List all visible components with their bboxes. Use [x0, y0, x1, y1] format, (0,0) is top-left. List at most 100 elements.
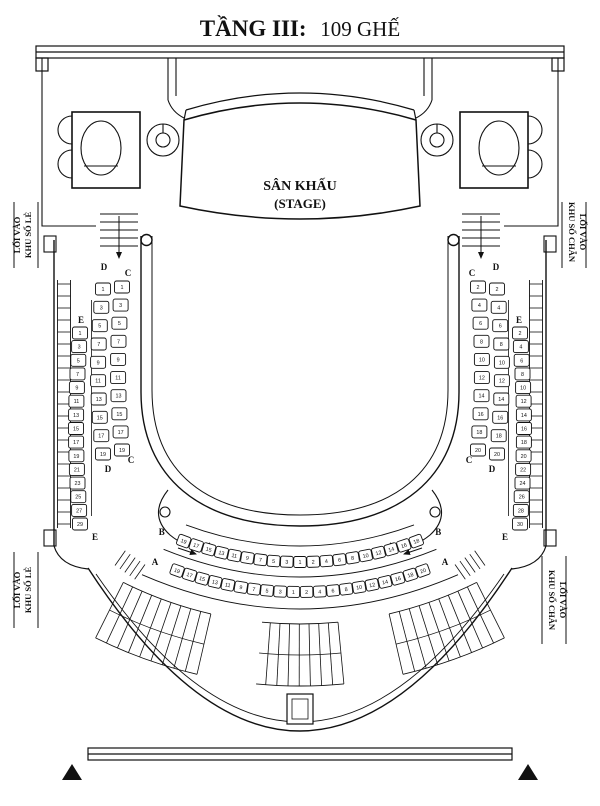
seat[interactable]: 18: [408, 533, 425, 549]
seat[interactable]: 9: [68, 381, 85, 395]
seat[interactable]: 19: [114, 443, 130, 457]
seat[interactable]: 12: [515, 394, 532, 408]
seat[interactable]: 15: [91, 410, 108, 424]
seat[interactable]: 8: [514, 367, 531, 381]
seat[interactable]: 20: [515, 449, 532, 463]
seat[interactable]: 2: [512, 326, 528, 340]
seat[interactable]: 16: [396, 538, 412, 553]
seat[interactable]: 17: [182, 567, 198, 582]
seat[interactable]: 1: [293, 556, 307, 568]
seat[interactable]: 2: [470, 280, 486, 294]
seat[interactable]: 15: [111, 407, 128, 421]
seat[interactable]: 1: [114, 280, 130, 294]
seat[interactable]: 10: [358, 548, 373, 563]
seat[interactable]: 19: [68, 449, 85, 463]
seat[interactable]: 5: [111, 316, 128, 330]
seat[interactable]: 3: [112, 298, 129, 312]
seat[interactable]: 9: [90, 355, 107, 369]
seat[interactable]: 28: [512, 503, 529, 517]
seat[interactable]: 15: [201, 542, 217, 557]
seat[interactable]: 3: [273, 585, 288, 598]
seat[interactable]: 11: [220, 578, 236, 592]
seat[interactable]: 22: [515, 462, 532, 476]
seat[interactable]: 3: [71, 340, 88, 354]
seat[interactable]: 9: [240, 551, 255, 565]
seat[interactable]: 16: [472, 407, 489, 421]
seat[interactable]: 10: [493, 355, 510, 369]
seat[interactable]: 14: [473, 389, 490, 403]
seat[interactable]: 30: [512, 517, 528, 531]
seat[interactable]: 4: [512, 340, 529, 354]
seat[interactable]: 20: [415, 563, 431, 578]
seat[interactable]: 16: [516, 422, 532, 435]
seat[interactable]: 17: [112, 425, 129, 439]
seat[interactable]: 17: [188, 538, 204, 553]
seat[interactable]: 29: [72, 517, 88, 531]
seat[interactable]: 23: [69, 476, 86, 490]
seat[interactable]: 9: [110, 352, 127, 366]
seat[interactable]: 12: [371, 545, 386, 560]
seat[interactable]: 7: [246, 582, 262, 596]
seat[interactable]: 14: [493, 392, 510, 406]
seat[interactable]: 10: [473, 352, 490, 366]
seat[interactable]: 12: [473, 371, 490, 385]
seat[interactable]: 5: [70, 353, 87, 367]
seat[interactable]: 25: [70, 490, 87, 504]
seat[interactable]: 21: [68, 462, 85, 476]
seat[interactable]: 13: [214, 545, 229, 560]
seat[interactable]: 14: [515, 408, 532, 422]
seat[interactable]: 5: [260, 584, 274, 597]
seat[interactable]: 3: [93, 300, 110, 314]
seat[interactable]: 5: [91, 319, 108, 333]
seat[interactable]: 4: [319, 554, 334, 568]
seat[interactable]: 16: [492, 410, 509, 424]
seat[interactable]: 11: [90, 374, 107, 388]
seat[interactable]: 11: [227, 548, 242, 563]
seat[interactable]: 24: [514, 476, 531, 490]
seat[interactable]: 6: [513, 353, 530, 367]
seat[interactable]: 15: [194, 571, 210, 586]
seat[interactable]: 7: [90, 337, 107, 351]
seat[interactable]: 15: [68, 422, 84, 435]
seat[interactable]: 6: [332, 553, 347, 567]
seat[interactable]: 11: [110, 371, 127, 385]
seat[interactable]: 8: [338, 582, 354, 596]
seat[interactable]: 1: [95, 282, 111, 296]
seat[interactable]: 19: [169, 563, 185, 578]
seat[interactable]: 2: [306, 555, 321, 568]
seat[interactable]: 10: [515, 381, 532, 395]
seat[interactable]: 20: [470, 443, 486, 457]
seat[interactable]: 11: [68, 394, 85, 408]
seat[interactable]: 2: [489, 282, 505, 296]
seat[interactable]: 9: [233, 580, 249, 594]
seat[interactable]: 16: [390, 571, 406, 586]
seat[interactable]: 18: [402, 567, 418, 582]
seat[interactable]: 12: [364, 578, 380, 592]
seat[interactable]: 17: [93, 429, 110, 443]
seat[interactable]: 6: [492, 319, 509, 333]
seat[interactable]: 18: [515, 435, 532, 449]
seat[interactable]: 14: [383, 542, 399, 557]
seat[interactable]: 8: [473, 334, 490, 348]
seat[interactable]: 20: [489, 447, 505, 461]
seat[interactable]: 2: [299, 585, 314, 598]
seat[interactable]: 18: [471, 425, 488, 439]
seat[interactable]: 7: [69, 367, 86, 381]
seat[interactable]: 17: [68, 435, 85, 449]
seat[interactable]: 13: [207, 575, 223, 589]
seat[interactable]: 18: [490, 429, 507, 443]
seat[interactable]: 7: [110, 334, 127, 348]
seat[interactable]: 7: [253, 553, 268, 567]
seat[interactable]: 26: [513, 490, 530, 504]
seat[interactable]: 19: [176, 533, 192, 549]
seat[interactable]: 8: [345, 551, 360, 565]
seat[interactable]: 4: [312, 585, 327, 598]
seat[interactable]: 19: [95, 447, 111, 461]
seat[interactable]: 1: [72, 326, 88, 340]
seat[interactable]: 13: [110, 389, 127, 403]
seat[interactable]: 4: [490, 300, 507, 314]
seat[interactable]: 5: [266, 554, 281, 568]
seat[interactable]: 12: [493, 374, 510, 388]
seat[interactable]: 13: [90, 392, 107, 406]
seat[interactable]: 6: [472, 316, 489, 330]
